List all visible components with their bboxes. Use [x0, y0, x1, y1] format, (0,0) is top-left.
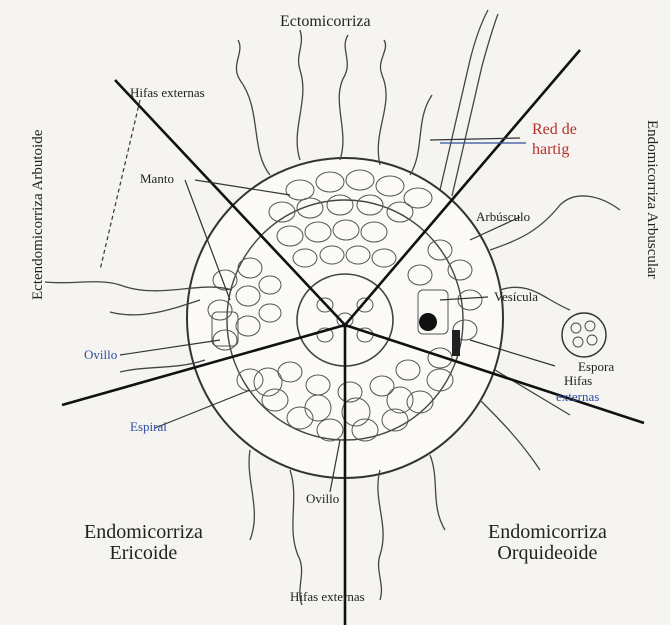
label-hifas-externas-bottom: Hifas externas — [290, 590, 365, 604]
label-endo-ericoide: Endomicorriza Ericoide — [84, 522, 203, 564]
label-espora: Espora — [578, 360, 614, 374]
label-endomicorriza-arbuscular: Endomicorriza Arbuscular — [643, 120, 660, 279]
label-espiral: Espiral — [130, 420, 167, 434]
label-endo-orquideoide-line2: Orquideoide — [488, 543, 607, 564]
label-endo-orquideoide: Endomicorriza Orquideoide — [488, 522, 607, 564]
label-ectendomicorriza-arbutoide: Ectendomicorriza Arbutoide — [30, 130, 47, 300]
label-endo-ericoide-line2: Ericoide — [84, 543, 203, 564]
label-hifas-externas-top: Hifas externas — [130, 86, 205, 100]
spore-circle — [562, 313, 606, 357]
label-hifas-right-1: Hifas — [564, 374, 592, 388]
label-endo-ericoide-line1: Endomicorriza — [84, 522, 203, 543]
label-manto: Manto — [140, 172, 174, 186]
label-vesicula: Vesícula — [494, 290, 538, 304]
label-red-de-hartig-2: hartig — [532, 142, 569, 159]
label-endo-orquideoide-line1: Endomicorriza — [488, 522, 607, 543]
label-ectomicorriza: Ectomicorriza — [280, 14, 371, 31]
label-arbusculo: Arbúsculo — [476, 210, 530, 224]
label-hifas-right-2: externas — [556, 390, 599, 404]
vesicle-dot — [419, 313, 437, 331]
label-ovillo-bottom: Ovillo — [306, 492, 339, 506]
label-red-de-hartig-1: Red de — [532, 122, 577, 139]
label-ovillo-left: Ovillo — [84, 348, 117, 362]
